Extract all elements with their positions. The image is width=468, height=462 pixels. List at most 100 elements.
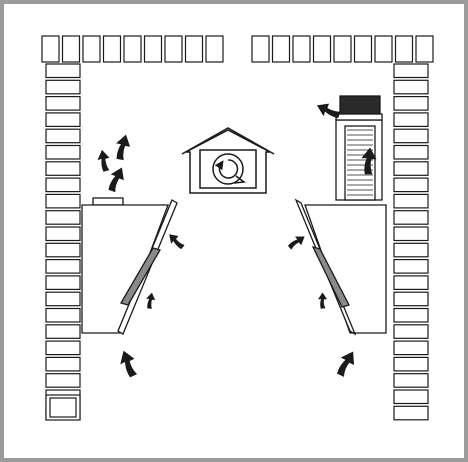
right-hood-extraction — [294, 95, 387, 336]
recirculation-swirl-tail — [233, 175, 246, 184]
brick-left — [45, 340, 81, 356]
brick-left — [45, 63, 81, 79]
brick-left — [45, 95, 81, 111]
brick-right — [393, 226, 429, 242]
brick-right — [393, 389, 429, 405]
left-hood-recirculation — [81, 197, 178, 335]
intake-arrow-left-glass — [169, 234, 185, 250]
intake-arrow-right-bottom — [337, 351, 355, 377]
brick-right — [393, 356, 429, 372]
brick-left — [45, 128, 81, 144]
brick-left — [45, 373, 81, 388]
intake-arrow-right-filter-shape — [317, 292, 328, 309]
brick-walls — [41, 35, 434, 421]
brick-top-right — [251, 35, 270, 63]
chimney-outlet-block — [339, 95, 381, 117]
exhaust-arrow-left-1 — [116, 134, 131, 161]
brick-left — [45, 79, 81, 95]
intake-arrow-left-filter — [146, 292, 156, 309]
left-hood-filter — [120, 247, 161, 306]
brick-right — [393, 128, 429, 144]
brick-top-left — [205, 35, 224, 63]
brick-top-left — [61, 35, 81, 63]
brick-right — [393, 307, 429, 323]
brick-top-right — [415, 35, 434, 63]
brick-right — [393, 177, 429, 193]
intake-arrow-left-bottom — [120, 350, 138, 378]
brick-top-right — [312, 35, 332, 63]
brick-top-left — [41, 35, 60, 63]
intake-arrow-right-glass-shape — [287, 236, 305, 250]
brick-right — [393, 340, 429, 356]
brick-left — [45, 356, 81, 372]
brick-right — [393, 112, 429, 128]
brick-right — [393, 405, 429, 421]
outlet-arrow-left — [317, 103, 341, 119]
exhaust-arrow-left-3 — [108, 167, 124, 193]
brick-left-base-inner — [49, 397, 77, 418]
brick-right — [393, 324, 429, 339]
brick-right — [393, 79, 429, 95]
brick-right — [393, 193, 429, 209]
brick-right — [393, 144, 429, 160]
brick-right — [393, 291, 429, 307]
recirculation-swirl-arrow — [214, 159, 239, 179]
brick-left — [45, 112, 81, 128]
brick-left — [45, 226, 81, 242]
outlet-arrow-left-shape — [317, 103, 341, 119]
duct-arrow-up — [361, 147, 377, 175]
left-hood-body — [81, 204, 169, 334]
intake-arrow-left-glass-shape — [169, 234, 185, 250]
brick-top-left — [143, 35, 163, 63]
brick-left — [45, 324, 81, 339]
house-inner-frame — [199, 149, 257, 189]
brick-top-right — [374, 35, 393, 63]
duct-arrow-up-shape — [361, 147, 377, 175]
brick-top-left — [184, 35, 204, 63]
brick-top-left — [164, 35, 183, 63]
brick-left — [45, 275, 81, 290]
brick-left — [45, 161, 81, 176]
brick-right — [393, 63, 429, 79]
brick-right — [393, 242, 429, 258]
airflow-arrows — [97, 103, 377, 378]
brick-right — [393, 275, 429, 290]
intake-arrow-left-filter-shape — [146, 292, 156, 309]
chimney-outlet-frame — [335, 113, 383, 121]
brick-left — [45, 242, 81, 258]
brick-top-right — [292, 35, 311, 63]
intake-arrow-right-bottom-shape — [337, 351, 355, 377]
house-roof — [181, 127, 275, 155]
brick-top-left — [82, 35, 101, 63]
brick-right — [393, 95, 429, 111]
brick-top-right — [333, 35, 352, 63]
brick-right — [393, 161, 429, 176]
brick-top-left — [102, 35, 122, 63]
brick-left — [45, 144, 81, 160]
brick-left — [45, 307, 81, 323]
brick-left — [45, 259, 81, 274]
duct-ribs — [347, 129, 373, 196]
house-recirculation-icon — [181, 127, 275, 194]
exhaust-arrow-left-1-shape — [116, 134, 131, 161]
brick-right — [393, 259, 429, 274]
recirculation-swirl-outer — [212, 153, 244, 185]
right-hood-filter — [311, 245, 350, 308]
exhaust-arrow-left-3-shape — [108, 167, 124, 193]
brick-right — [393, 210, 429, 225]
brick-left — [45, 210, 81, 225]
brick-left — [45, 291, 81, 307]
intake-arrow-right-filter — [317, 292, 328, 309]
brick-left — [45, 193, 81, 209]
intake-arrow-right-glass — [287, 236, 305, 250]
intake-arrow-left-bottom-shape — [120, 350, 138, 378]
brick-left — [45, 177, 81, 193]
exhaust-arrow-left-2 — [97, 149, 110, 172]
left-hood-top-cap — [92, 197, 124, 206]
brick-right — [393, 373, 429, 388]
exhaust-arrow-left-2-shape — [97, 149, 110, 172]
brick-top-left — [123, 35, 142, 63]
brick-top-right — [271, 35, 291, 63]
